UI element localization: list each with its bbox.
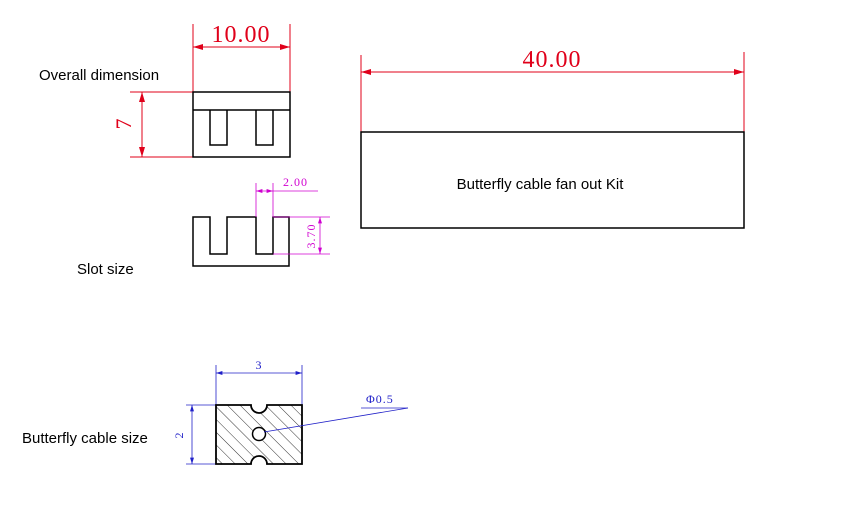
cable-height-value: 2 <box>172 432 186 439</box>
hole-leader-line <box>263 407 409 433</box>
slot-size-view: 2.00 3.70 Slot size <box>77 175 330 278</box>
slot-profile <box>192 216 290 267</box>
cable-hole <box>251 426 267 442</box>
overall-width-value: 10.00 <box>212 22 271 48</box>
slot-depth-value: 3.70 <box>304 224 318 249</box>
overall-dimension-view: 10.00 7 Overall dimension <box>39 22 291 158</box>
overall-height-value: 7 <box>111 119 136 130</box>
cable-hole-value: Φ0.5 <box>366 392 394 406</box>
butterfly-cable-view: 3 2 Φ0.5 Butterfly cable size <box>22 358 409 465</box>
butterfly-cable-label: Butterfly cable size <box>22 430 148 447</box>
slot-right <box>255 110 274 146</box>
kit-length-value: 40.00 <box>523 47 582 73</box>
part-outline <box>192 91 291 158</box>
slot-left <box>209 110 228 146</box>
kit-outline <box>360 131 745 229</box>
overall-dimension-label: Overall dimension <box>39 67 159 84</box>
cable-width-value: 3 <box>256 358 263 372</box>
slot-width-value: 2.00 <box>283 175 308 189</box>
slot-size-label: Slot size <box>77 261 134 278</box>
kit-view: 40.00 Butterfly cable fan out Kit <box>360 47 745 229</box>
kit-label: Butterfly cable fan out Kit <box>457 176 625 193</box>
